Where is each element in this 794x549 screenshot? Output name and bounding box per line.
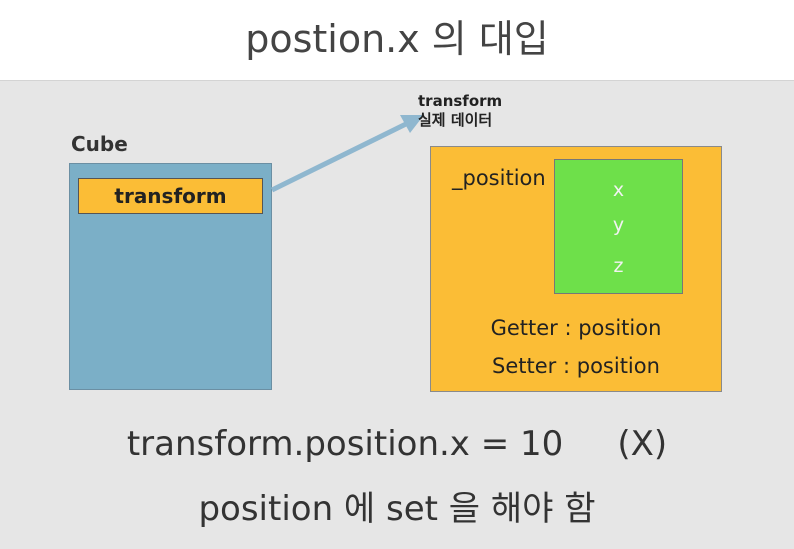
position-struct-box [554, 159, 683, 294]
title-bar [0, 0, 794, 81]
transform-field: transform [78, 178, 263, 214]
arrow-label-line2: 실제 데이터 [418, 111, 493, 129]
cube-label: Cube [71, 132, 128, 156]
arrow-label-line1: transform [418, 92, 503, 110]
arrow-head-icon [400, 115, 424, 133]
private-position-label: _position [452, 166, 546, 190]
coord-x: x [612, 179, 625, 201]
explanation-line: position 에 set 을 해야 함 [198, 489, 596, 529]
getter-label: Getter : position [490, 316, 662, 340]
arrow-line [270, 119, 412, 193]
coord-z: z [613, 255, 624, 277]
slide-title: postion.x 의 대입 [245, 17, 549, 61]
setter-label: Setter : position [492, 354, 660, 378]
code-line: transform.position.x = 10 (X) [126, 424, 668, 464]
arrow-label: transform 실제 데이터 [418, 92, 502, 130]
coord-y: y [612, 214, 625, 236]
